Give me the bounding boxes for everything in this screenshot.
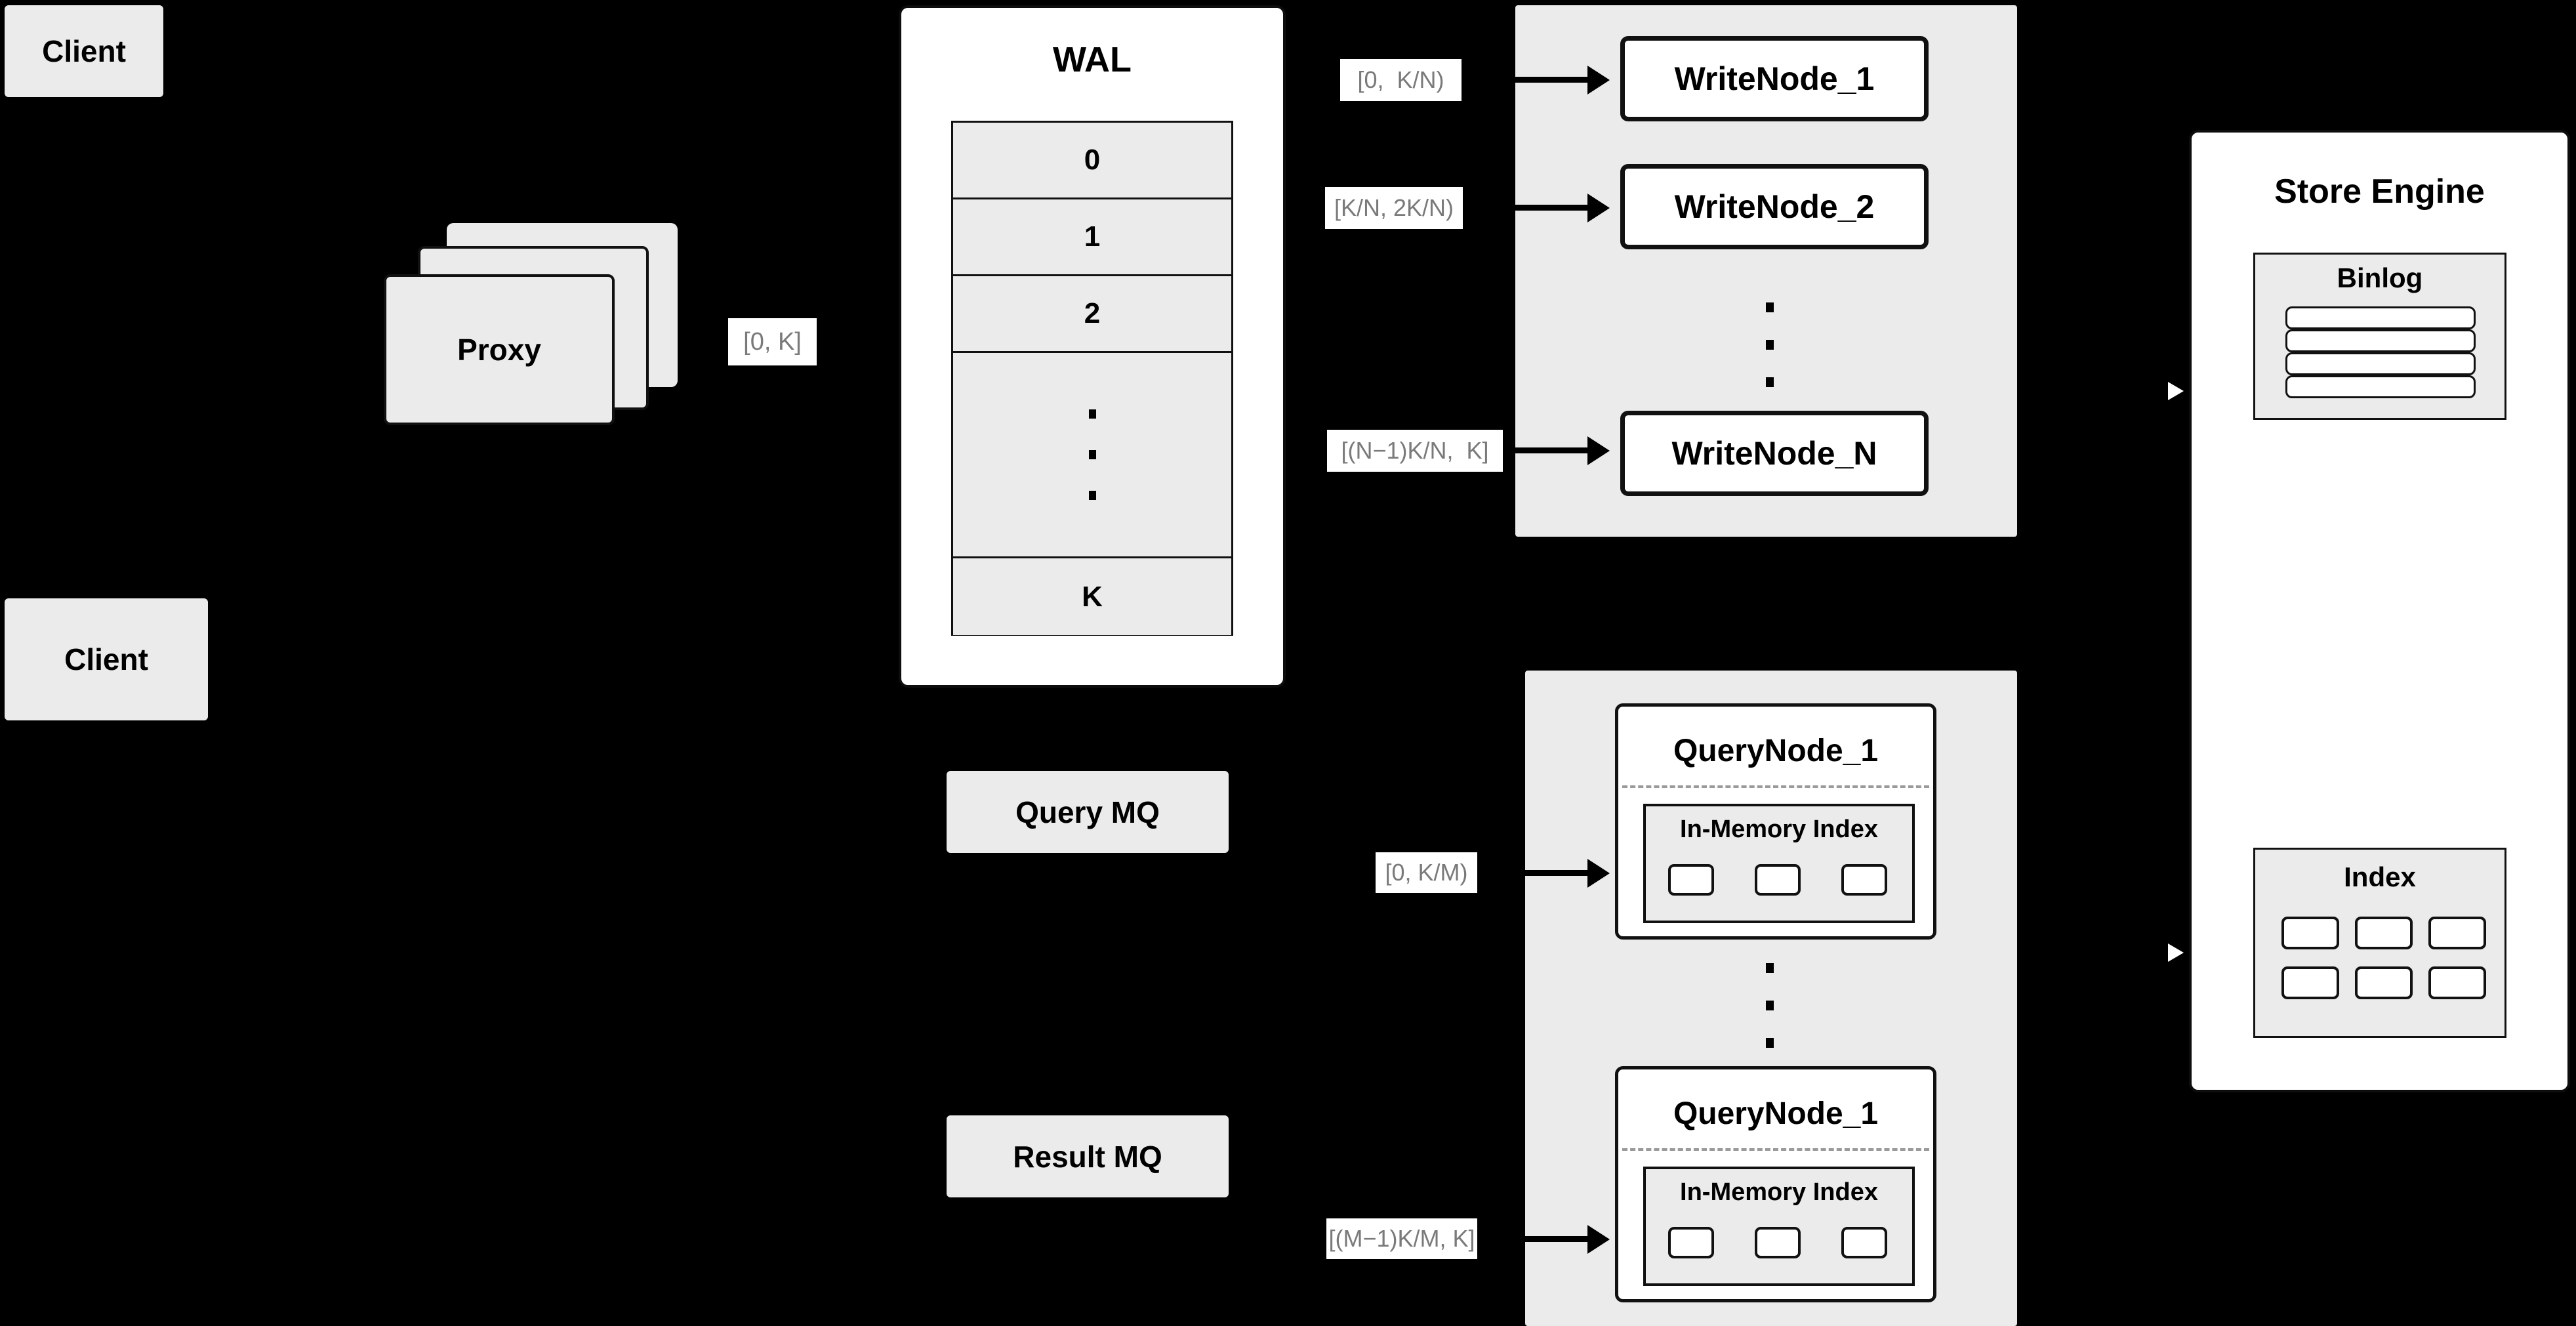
vertical-ellipsis-icon: [1088, 394, 1096, 516]
arrow-line-querynode-m: [1477, 1236, 1590, 1242]
query-node-m-title: QueryNode_1: [1673, 1096, 1879, 1131]
wal-title: WAL: [1053, 40, 1132, 79]
range-label-querynode-m: [(M−1)K/M, K]: [1326, 1218, 1477, 1259]
wal-row-table: 0 1 2 K: [951, 121, 1233, 636]
binlog-box: Binlog: [2253, 253, 2506, 420]
client-label-2: Client: [64, 642, 148, 676]
binlog-entry[interactable]: [2285, 306, 2476, 329]
result-mq-label: Result MQ: [1013, 1139, 1162, 1174]
wal-row[interactable]: K: [953, 558, 1231, 635]
index-cell[interactable]: [2355, 917, 2413, 949]
arrow-line-binlog: [2125, 388, 2170, 392]
range-label-writenode-n: [(N−1)K/N, K]: [1327, 430, 1503, 472]
range-label-writenode-2: [K/N, 2K/N): [1325, 187, 1463, 229]
range-label-writenode-1: [0, K/N): [1340, 59, 1462, 101]
write-cluster-ellipsis-icon: [1763, 279, 1776, 410]
in-memory-index-m: In-Memory Index: [1643, 1167, 1915, 1286]
client-box-1[interactable]: Client: [5, 5, 163, 97]
index-segment[interactable]: [1841, 1227, 1887, 1258]
client-label-1: Client: [42, 34, 126, 68]
result-mq-box[interactable]: Result MQ: [947, 1115, 1229, 1197]
index-cell[interactable]: [2281, 966, 2339, 999]
binlog-entry[interactable]: [2285, 375, 2476, 398]
arrow-head-querynode-m: [1587, 1225, 1610, 1254]
in-memory-index-1: In-Memory Index: [1643, 804, 1915, 923]
range-label-querynode-1: [0, K/M): [1376, 852, 1477, 893]
arrow-head-writenode-n: [1587, 436, 1610, 465]
write-node-2[interactable]: WriteNode_2: [1620, 164, 1929, 249]
index-segment[interactable]: [1668, 1227, 1714, 1258]
query-node-1-divider: [1622, 785, 1929, 788]
arrow-line-writenode-1: [1462, 77, 1590, 83]
query-cluster-ellipsis-icon: [1763, 940, 1776, 1071]
proxy-box[interactable]: Proxy: [384, 274, 615, 425]
arrow-head-index-icon: [2163, 938, 2190, 966]
arrow-head-binlog-icon: [2163, 376, 2190, 405]
write-node-1[interactable]: WriteNode_1: [1620, 36, 1929, 121]
query-mq-label: Query MQ: [1015, 795, 1160, 829]
index-segment[interactable]: [1755, 1227, 1801, 1258]
binlog-title: Binlog: [2337, 262, 2423, 293]
store-engine-panel: Store Engine Binlog Index: [2189, 130, 2570, 1092]
arrow-head-writenode-1: [1587, 66, 1610, 94]
write-node-n[interactable]: WriteNode_N: [1620, 411, 1929, 496]
index-segment[interactable]: [1668, 864, 1714, 896]
arrow-line-writenode-n: [1503, 447, 1590, 453]
wal-row[interactable]: 1: [953, 199, 1231, 276]
in-memory-index-1-title: In-Memory Index: [1680, 816, 1878, 843]
query-node-m[interactable]: QueryNode_1 In-Memory Index: [1615, 1066, 1936, 1302]
client-box-2[interactable]: Client: [5, 598, 208, 720]
binlog-entry[interactable]: [2285, 329, 2476, 352]
query-mq-box[interactable]: Query MQ: [947, 771, 1229, 853]
index-cell[interactable]: [2355, 966, 2413, 999]
index-segment[interactable]: [1755, 864, 1801, 896]
arrow-line-querynode-1: [1477, 870, 1590, 876]
index-cell[interactable]: [2428, 917, 2486, 949]
query-node-1[interactable]: QueryNode_1 In-Memory Index: [1615, 703, 1936, 940]
index-cell[interactable]: [2428, 966, 2486, 999]
proxy-label: Proxy: [457, 333, 541, 367]
arrow-line-writenode-2: [1463, 205, 1590, 211]
index-title: Index: [2344, 861, 2416, 892]
wal-row[interactable]: 2: [953, 276, 1231, 353]
query-node-m-divider: [1622, 1148, 1929, 1151]
binlog-entry[interactable]: [2285, 352, 2476, 375]
index-cell[interactable]: [2281, 917, 2339, 949]
index-box: Index: [2253, 848, 2506, 1038]
in-memory-index-m-title: In-Memory Index: [1680, 1178, 1878, 1206]
store-engine-title: Store Engine: [2274, 173, 2485, 211]
index-segment[interactable]: [1841, 864, 1887, 896]
range-label-proxy-wal: [0, K]: [728, 318, 817, 365]
wal-row-ellipsis: [953, 353, 1231, 558]
wal-row[interactable]: 0: [953, 123, 1231, 199]
wal-panel: WAL 0 1 2 K: [899, 5, 1286, 688]
query-node-1-title: QueryNode_1: [1673, 734, 1879, 768]
arrow-head-querynode-1: [1587, 859, 1610, 888]
arrow-head-writenode-2: [1587, 194, 1610, 222]
arrow-line-index: [2125, 950, 2170, 954]
